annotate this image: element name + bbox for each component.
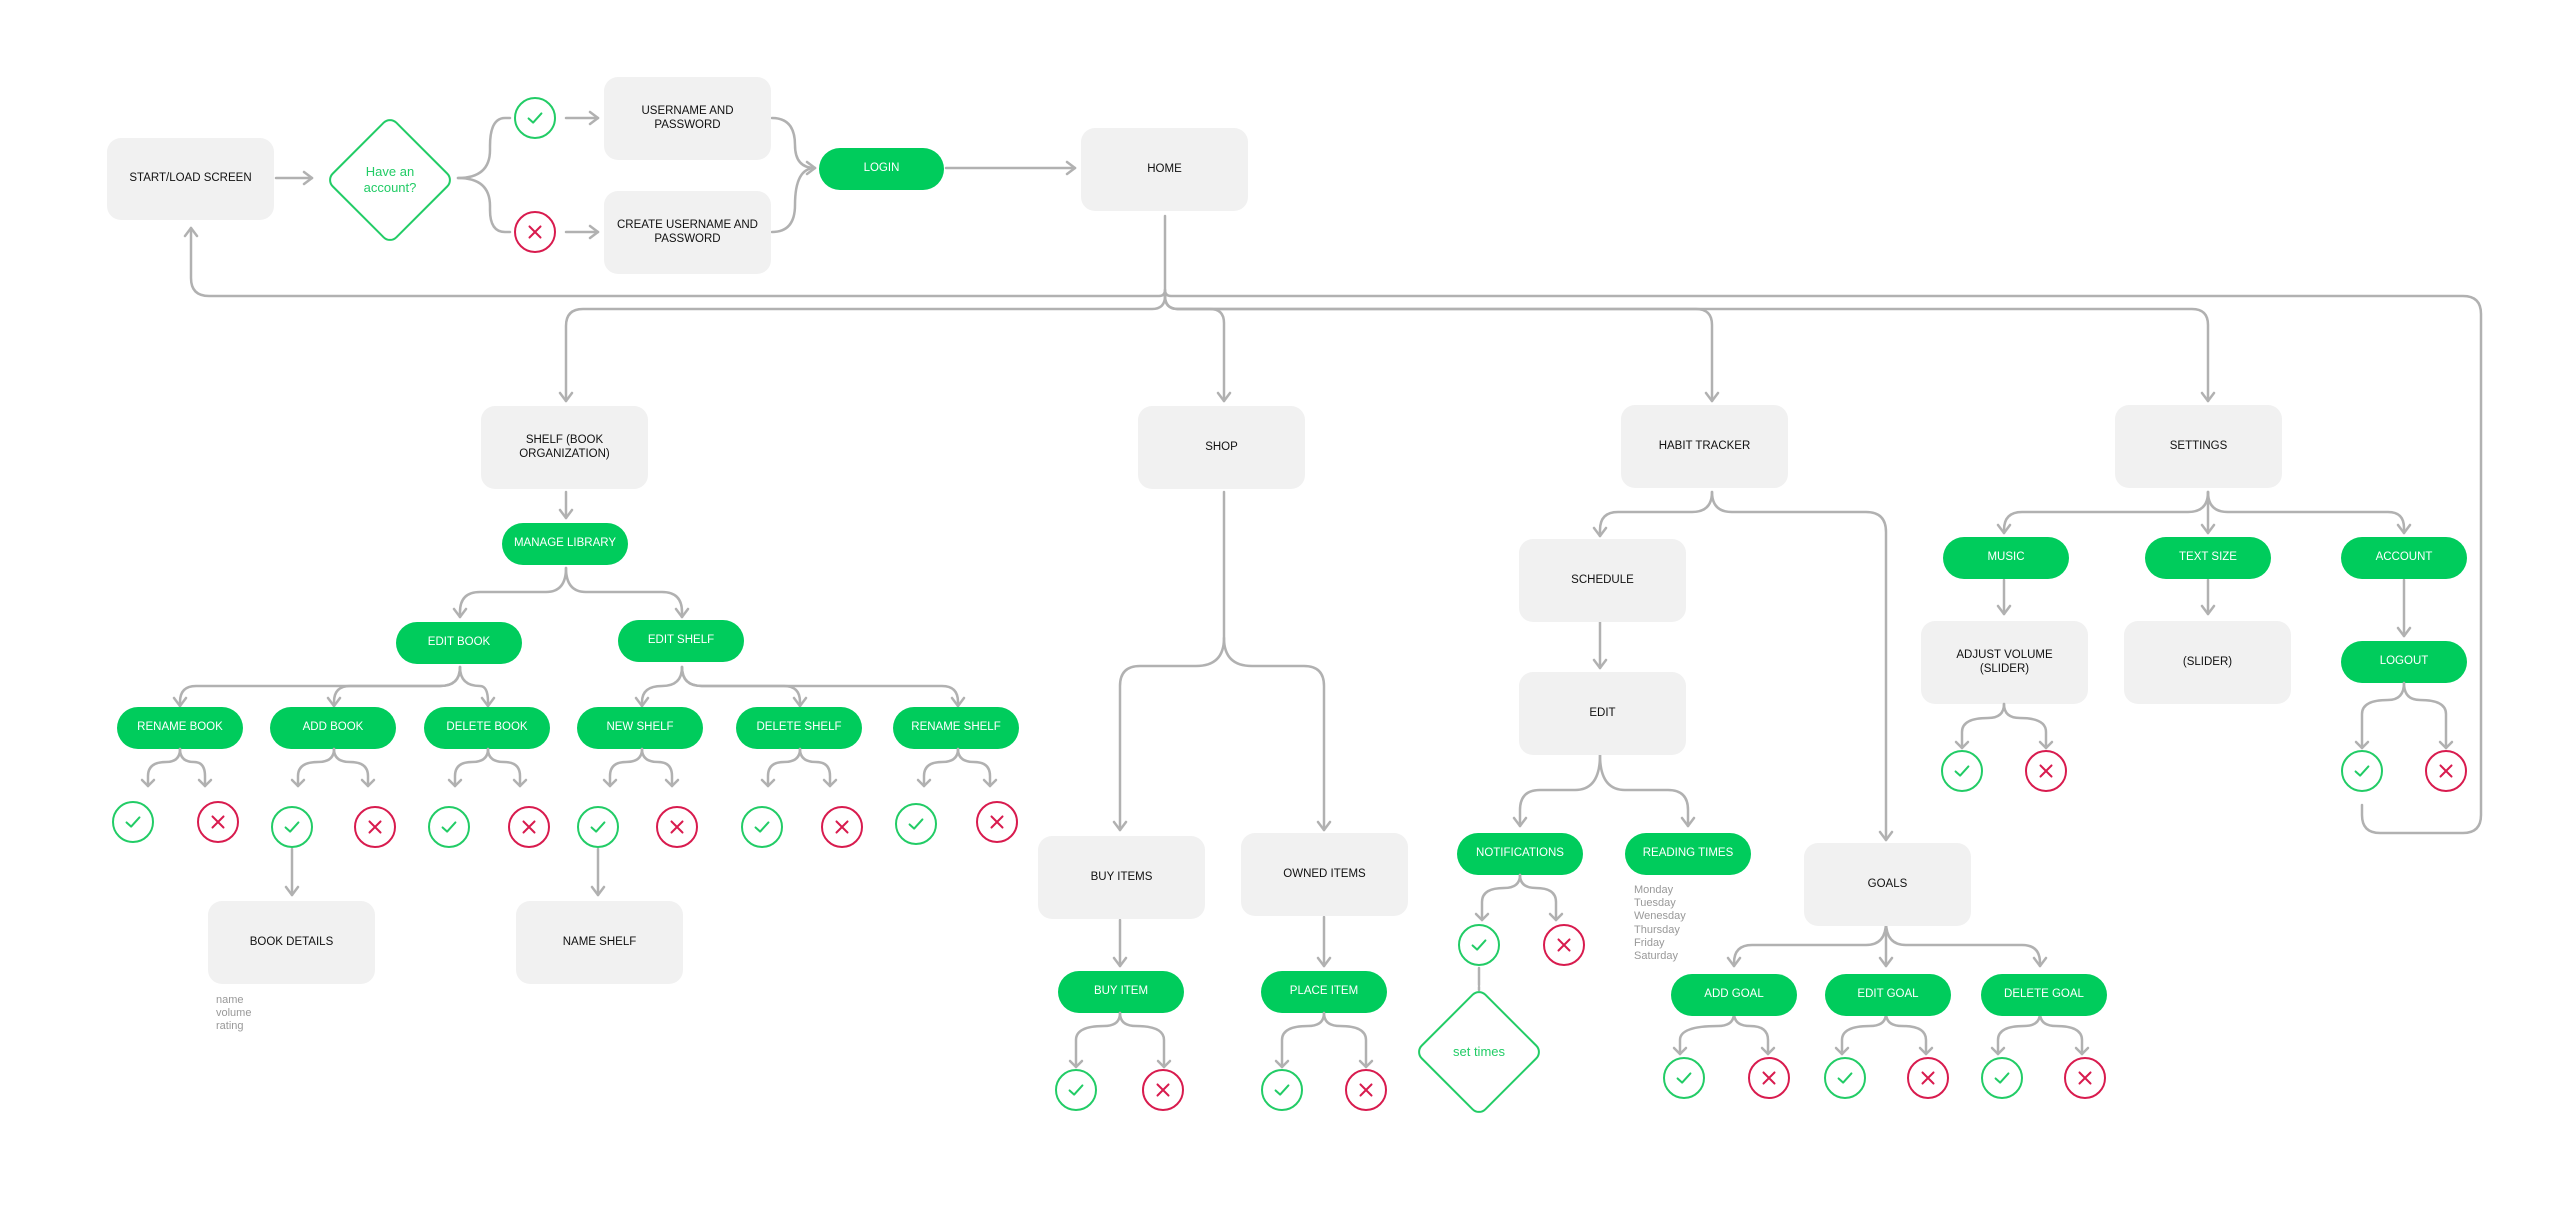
logout-node: LOGOUT [2341, 641, 2467, 683]
goals-node: GOALS [1804, 843, 1971, 926]
text-size-node: TEXT SIZE [2145, 537, 2271, 579]
book-details-node: BOOK DETAILS [208, 901, 375, 984]
check-icon [1941, 750, 1983, 792]
x-icon [2064, 1057, 2106, 1099]
manage-library-node: MANAGE LIBRARY [502, 523, 628, 565]
adjust-volume-node: ADJUST VOLUME (SLIDER) [1921, 621, 2088, 704]
owned-items-node: OWNED ITEMS [1241, 833, 1408, 916]
set-times-decision: set times [1413, 986, 1545, 1118]
rename-shelf-node: RENAME SHELF [893, 707, 1019, 749]
new-shelf-node: NEW SHELF [577, 707, 703, 749]
notifications-node: NOTIFICATIONS [1457, 833, 1583, 875]
shop-node: SHOP [1138, 406, 1305, 489]
rename-book-node: RENAME BOOK [117, 707, 243, 749]
check-icon [1458, 924, 1500, 966]
delete-shelf-node: DELETE SHELF [736, 707, 862, 749]
book-details-field: volume [216, 1007, 252, 1020]
settings-node: SETTINGS [2115, 405, 2282, 488]
check-icon [1663, 1057, 1705, 1099]
reading-day: Wenesday [1634, 910, 1686, 923]
x-icon [197, 801, 239, 843]
x-icon [976, 801, 1018, 843]
x-icon [1907, 1057, 1949, 1099]
reading-times-node: READING TIMES [1625, 833, 1751, 875]
check-icon [895, 803, 937, 845]
slider-node: (SLIDER) [2124, 621, 2291, 704]
create-username-password-node: CREATE USERNAME AND PASSWORD [604, 191, 771, 274]
book-details-field: name [216, 994, 244, 1006]
buy-items-node: BUY ITEMS [1038, 836, 1205, 919]
check-icon [1824, 1057, 1866, 1099]
check-icon [2341, 750, 2383, 792]
shelf-node: SHELF (BOOK ORGANIZATION) [481, 406, 648, 489]
buy-item-node: BUY ITEM [1058, 971, 1184, 1013]
x-icon [354, 806, 396, 848]
edit-goal-node: EDIT GOAL [1825, 974, 1951, 1016]
x-icon [821, 806, 863, 848]
add-goal-node: ADD GOAL [1671, 974, 1797, 1016]
name-shelf-node: NAME SHELF [516, 901, 683, 984]
delete-goal-node: DELETE GOAL [1981, 974, 2107, 1016]
check-icon [741, 806, 783, 848]
x-icon [2425, 750, 2467, 792]
edit-book-node: EDIT BOOK [396, 622, 522, 664]
book-details-fields: name volume rating [216, 994, 251, 1034]
x-icon [514, 211, 556, 253]
have-account-decision: Have an account? [324, 114, 456, 246]
edit-node: EDIT [1519, 672, 1686, 755]
x-icon [1142, 1069, 1184, 1111]
check-icon [1981, 1057, 2023, 1099]
reading-days-list: Monday Tuesday Wenesday Thursday Friday … [1634, 884, 1686, 963]
check-icon [577, 806, 619, 848]
reading-day: Thursday [1634, 923, 1680, 936]
reading-day: Saturday [1634, 949, 1679, 962]
check-icon [1055, 1069, 1097, 1111]
check-icon [112, 801, 154, 843]
x-icon [1748, 1057, 1790, 1099]
schedule-node: SCHEDULE [1519, 539, 1686, 622]
x-icon [1543, 924, 1585, 966]
check-icon [1261, 1069, 1303, 1111]
book-details-field: rating [216, 1020, 244, 1033]
edit-shelf-node: EDIT SHELF [618, 620, 744, 662]
have-account-label: Have an account? [363, 163, 417, 195]
reading-day: Friday [1634, 936, 1665, 949]
login-node: LOGIN [819, 148, 944, 190]
add-book-node: ADD BOOK [270, 707, 396, 749]
delete-book-node: DELETE BOOK [424, 707, 550, 749]
reading-day: Monday [1634, 884, 1674, 896]
x-icon [2025, 750, 2067, 792]
check-icon [514, 97, 556, 139]
x-icon [508, 806, 550, 848]
set-times-label: set times [1452, 1043, 1505, 1059]
check-icon [271, 806, 313, 848]
check-icon [428, 806, 470, 848]
x-icon [656, 806, 698, 848]
account-node: ACCOUNT [2341, 537, 2467, 579]
start-load-screen-node: START/LOAD SCREEN [107, 138, 274, 220]
home-node: HOME [1081, 128, 1248, 211]
x-icon [1345, 1069, 1387, 1111]
reading-day: Tuesday [1634, 897, 1676, 910]
place-item-node: PLACE ITEM [1261, 971, 1387, 1013]
username-password-node: USERNAME AND PASSWORD [604, 77, 771, 160]
music-node: MUSIC [1943, 537, 2069, 579]
habit-tracker-node: HABIT TRACKER [1621, 405, 1788, 488]
